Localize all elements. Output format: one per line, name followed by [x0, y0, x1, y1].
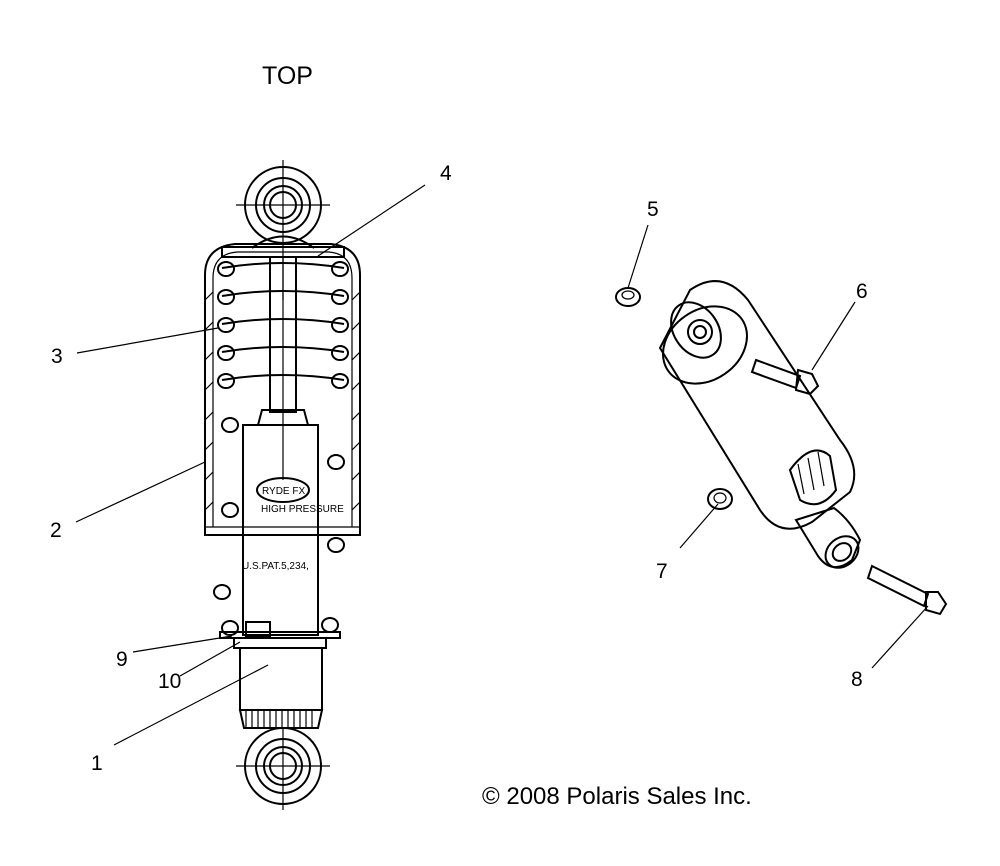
bolt-part-6 — [750, 358, 820, 396]
callout-9: 9 — [116, 648, 128, 671]
callout-5: 5 — [647, 198, 659, 221]
shock-body: RYDE FX HIGH PRESSURE U.S.PAT.5,234, — [242, 424, 344, 637]
callout-10: 10 — [158, 670, 181, 693]
callout-2: 2 — [50, 519, 62, 542]
washer-part-7 — [707, 488, 733, 510]
callout-1: 1 — [91, 752, 103, 775]
spring-cover — [204, 243, 361, 536]
callout-6: 6 — [856, 280, 868, 303]
iso-shock-body — [658, 280, 862, 569]
patent-text: U.S.PAT.5,234, — [242, 561, 309, 572]
callout-8: 8 — [851, 668, 863, 691]
nut-part-5 — [615, 287, 641, 307]
leader-lines — [75, 184, 929, 746]
callout-3: 3 — [51, 345, 63, 368]
diagram-title: TOP — [262, 62, 313, 90]
svg-text:HIGH PRESSURE: HIGH PRESSURE — [261, 504, 344, 515]
copyright-text: © 2008 Polaris Sales Inc. — [482, 783, 752, 810]
shock-assembly-iso — [615, 280, 948, 616]
callout-7: 7 — [656, 560, 668, 583]
shock-assembly-front: RYDE FX HIGH PRESSURE U.S.PAT.5,234, — [204, 160, 361, 810]
callout-4: 4 — [440, 162, 452, 185]
spring-coils — [213, 261, 349, 636]
bolt-part-8 — [866, 564, 948, 616]
bottom-eyelet — [244, 727, 322, 805]
logo-text: RYDE FX — [262, 486, 305, 497]
